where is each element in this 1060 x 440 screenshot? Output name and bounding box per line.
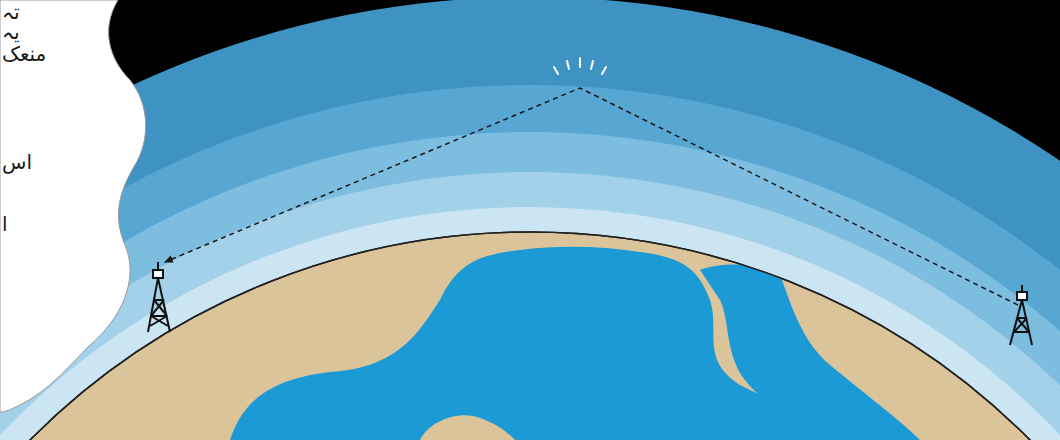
tower-left (148, 262, 170, 332)
reflection-burst (554, 58, 606, 74)
speech-bubble (0, 0, 146, 412)
bubble-text: اس (2, 150, 32, 174)
radio-wave-path (165, 88, 1018, 305)
bubble-text: یہ (2, 20, 20, 44)
atmosphere-band (0, 172, 1060, 440)
atmosphere-band (0, 207, 1060, 440)
bubble-text: منعک (2, 42, 46, 66)
earth (0, 232, 1060, 440)
ocean (700, 265, 920, 440)
tower-right (1010, 285, 1032, 345)
atmosphere-band (0, 85, 1060, 440)
land (420, 415, 515, 440)
lake (770, 353, 798, 369)
atmosphere-band (0, 132, 1060, 440)
bubble-text: ا (2, 212, 8, 236)
